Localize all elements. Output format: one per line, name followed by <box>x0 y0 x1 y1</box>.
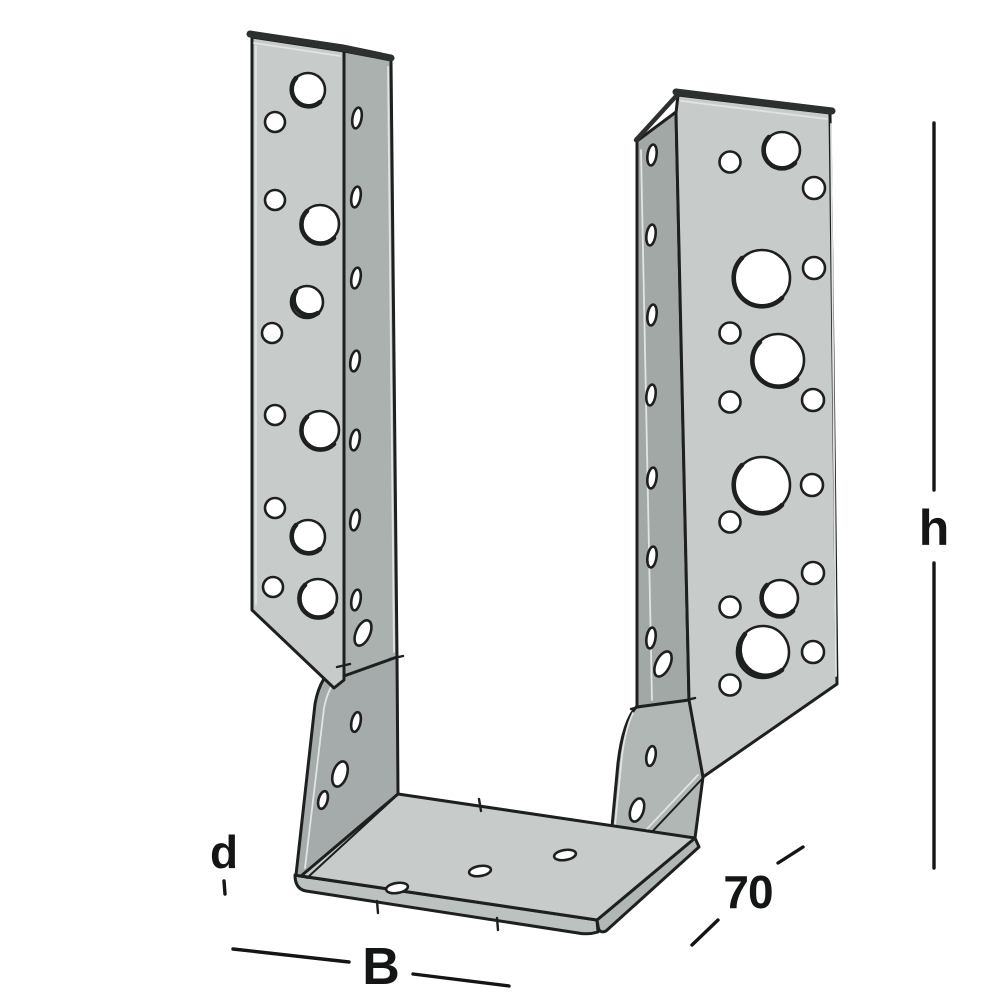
right-flange-top-edge <box>633 91 681 143</box>
right-flange-slots <box>645 143 673 678</box>
thickness-dim-tick <box>222 879 227 896</box>
right-plate-edge-highlight <box>830 123 837 677</box>
bend-mark <box>388 654 405 661</box>
left-wall-slot <box>330 760 350 788</box>
right-plate <box>629 88 839 779</box>
right-flange-edge-highlight <box>640 149 653 701</box>
left-wall-slot <box>349 710 363 734</box>
right-wall-slot <box>644 744 658 768</box>
seat-hole <box>384 881 410 895</box>
depth-dim-line-upper <box>776 845 805 865</box>
left-plate-top-edge <box>246 30 395 62</box>
seat-left-bend-line <box>306 797 395 879</box>
seat-right-edge-band <box>595 836 701 934</box>
left-flange-slots <box>348 106 373 647</box>
right-plate-top-highlight <box>680 100 828 120</box>
width-dim-line-left <box>231 947 351 964</box>
bend-mark <box>681 696 697 703</box>
seat-hole <box>467 864 493 878</box>
width-dim-label: B <box>362 938 400 996</box>
right-wall-slot <box>628 797 646 823</box>
height-dim-label: h <box>919 500 950 556</box>
seat-notch <box>375 899 380 915</box>
left-plate <box>246 30 405 690</box>
bend-mark <box>629 704 645 711</box>
thickness-dim-label: d <box>210 826 238 878</box>
seat-hole <box>552 848 578 862</box>
right-plate-holes <box>718 130 827 697</box>
left-plate-top-highlight <box>253 42 341 57</box>
seat-front-edge-band <box>293 873 600 936</box>
stirrup <box>293 653 705 936</box>
left-flange-edge-highlight <box>387 66 395 653</box>
seat-notch <box>495 916 500 932</box>
seat-back-notch <box>477 797 483 813</box>
depth-dim-line-lower <box>690 918 720 947</box>
right-plate-top-edge <box>672 88 836 115</box>
dimensions: h 70 B d <box>210 121 950 996</box>
right-wall-bend-highlight <box>606 712 634 906</box>
bend-mark <box>335 662 352 669</box>
left-wall-slot <box>316 789 330 811</box>
depth-dim-label: 70 <box>723 866 772 918</box>
width-dim-line-right <box>411 972 511 988</box>
left-plate-holes <box>260 71 341 620</box>
